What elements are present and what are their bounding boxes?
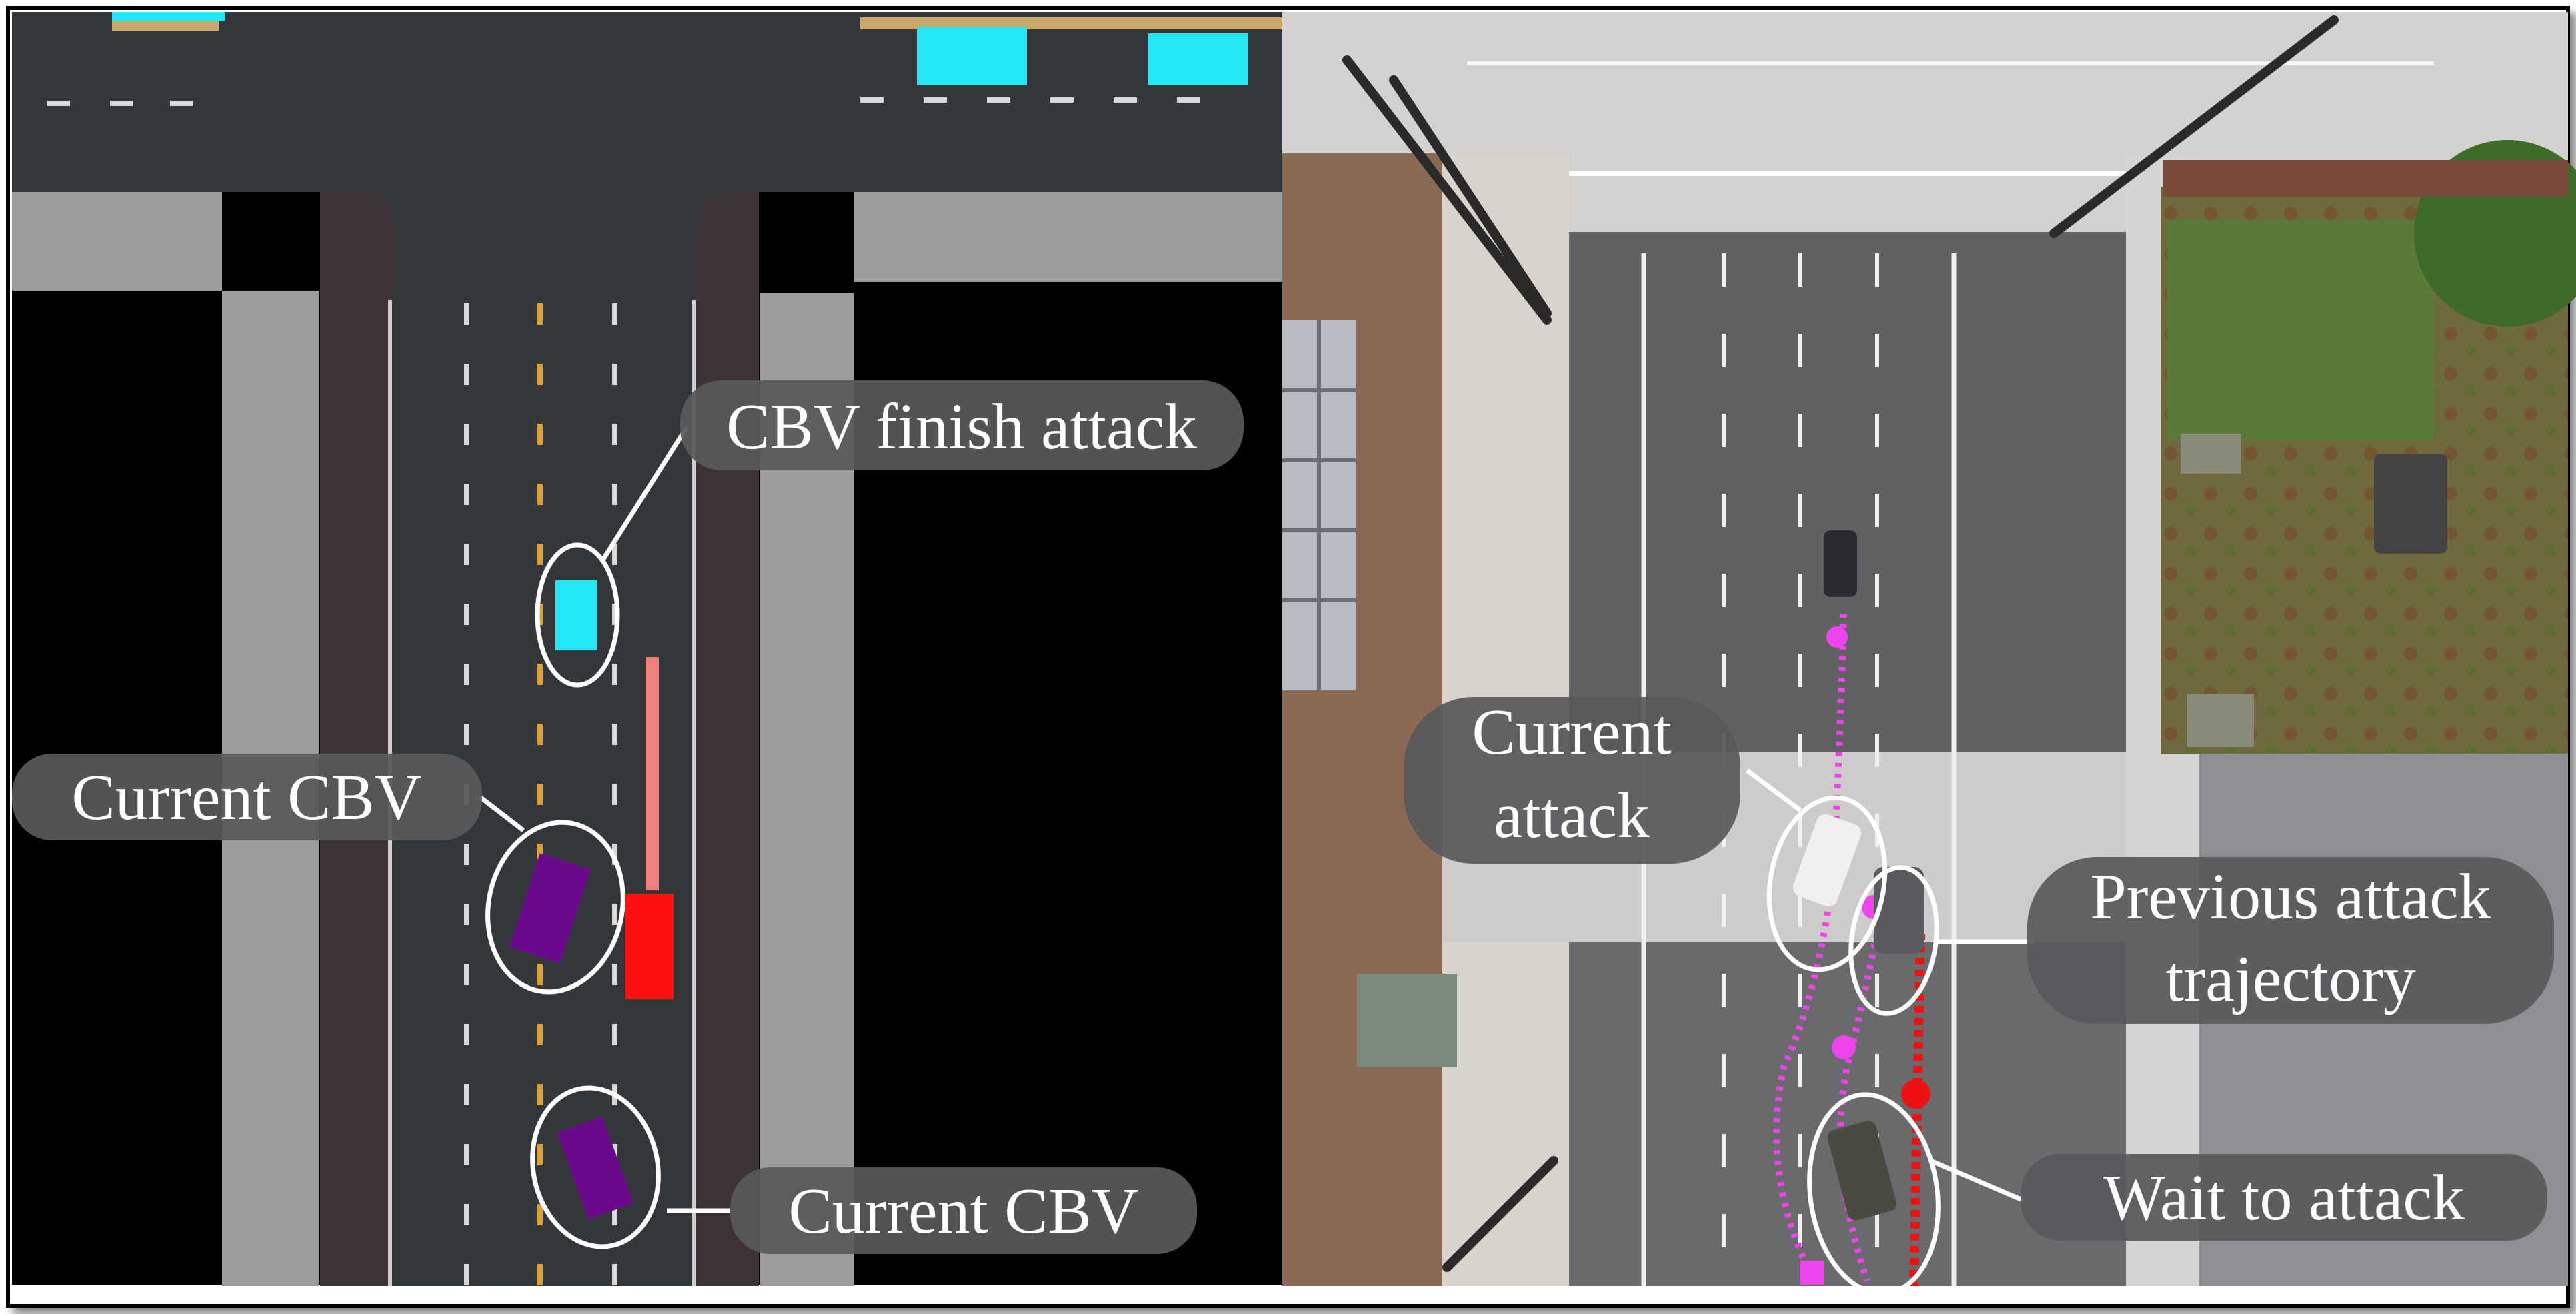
label-box-cbv-finish [680,380,1244,470]
edge-strip-right [860,17,1282,29]
ellipse-cbv-finish [535,542,620,688]
label-box-wait-to-attack [2021,1154,2547,1241]
horizontal-road [12,12,1282,192]
label-box-previous-attack [2027,857,2554,1024]
label-previous-attack-line1: Previous attack [2090,861,2491,933]
label-box-current-cbv-2 [730,1167,1197,1254]
current-attack-trajectory [1773,613,1847,1279]
ellipse-current-cbv-1 [485,820,625,995]
label-texts: CBV finish attack Current CBV Current CB… [71,391,2491,1247]
current-cbv-vehicle-1 [509,853,591,964]
roadside-box [1357,974,1457,1067]
ellipse-current-attack [1766,795,1888,972]
left-curb [320,192,393,1286]
leader-cbv-finish [601,426,689,560]
yard-wall [2163,160,2568,197]
ellipse-current-cbv-2 [530,1085,661,1249]
yard-object-2 [2187,694,2254,747]
ego-trajectory [646,657,659,890]
right-curb [694,192,759,1286]
previous-attack-vehicle [1874,867,1924,954]
label-current-cbv-middle: Current CBV [71,762,421,834]
leader-lines [478,426,2034,1213]
previous-attack-trajectory [1837,932,1880,1282]
waiting-vehicle [1827,1121,1897,1221]
yard-grass [2167,220,2434,440]
ego-trajectory-dot [1901,1079,1930,1109]
edge-strip-left [112,19,219,31]
lead-vehicle [1824,530,1857,597]
sidewalk-top-left [12,192,222,291]
window-mullions [1282,320,1356,690]
label-box-current-attack [1404,697,1740,864]
leader-wait-to-attack [1929,1158,2025,1203]
trajectory-end-marker [1800,1261,1824,1285]
label-wait-to-attack: Wait to attack [2103,1162,2465,1234]
label-cbv-finish-attack: CBV finish attack [726,391,1197,463]
ego-vehicle [625,894,674,999]
horizontal-lane-dashes [47,97,1200,106]
road-shadow [1569,232,2126,752]
cyan-vehicle-top-3 [112,12,225,21]
ego-trajectory-render [1909,933,1925,1287]
leader-current-cbv-1 [478,795,525,832]
label-boxes [12,380,2554,1254]
ellipse-previous-attack [1848,865,1939,1016]
label-current-cbv-bottom: Current CBV [788,1175,1138,1247]
cyan-vehicle-top-2 [1148,33,1248,85]
left-panel-bev [12,12,1282,1286]
label-current-attack-line1: Current [1472,696,1671,768]
ellipse-wait-to-attack [1807,1092,1941,1296]
yard-object-1 [2181,434,2241,474]
current-cbv-vehicle-2 [557,1116,634,1220]
street-poles [1342,15,2339,1272]
cbv-finished-vehicle [555,580,597,650]
trajectory-dot-1 [1826,626,1848,648]
cyan-vehicle-top-1 [917,27,1027,85]
right-panel-render [1282,12,2576,1287]
label-box-current-cbv-1 [12,754,482,840]
sidewalk-top-right [854,192,1282,282]
yard-vehicle [2374,454,2447,554]
leader-current-attack [1745,768,1802,812]
label-previous-attack-line2: trajectory [2165,943,2415,1015]
label-current-attack-line2: attack [1494,780,1650,852]
callout-ellipses [485,542,1941,1296]
trajectory-dot-2 [1832,1035,1856,1059]
current-attack-vehicle [1792,814,1862,907]
